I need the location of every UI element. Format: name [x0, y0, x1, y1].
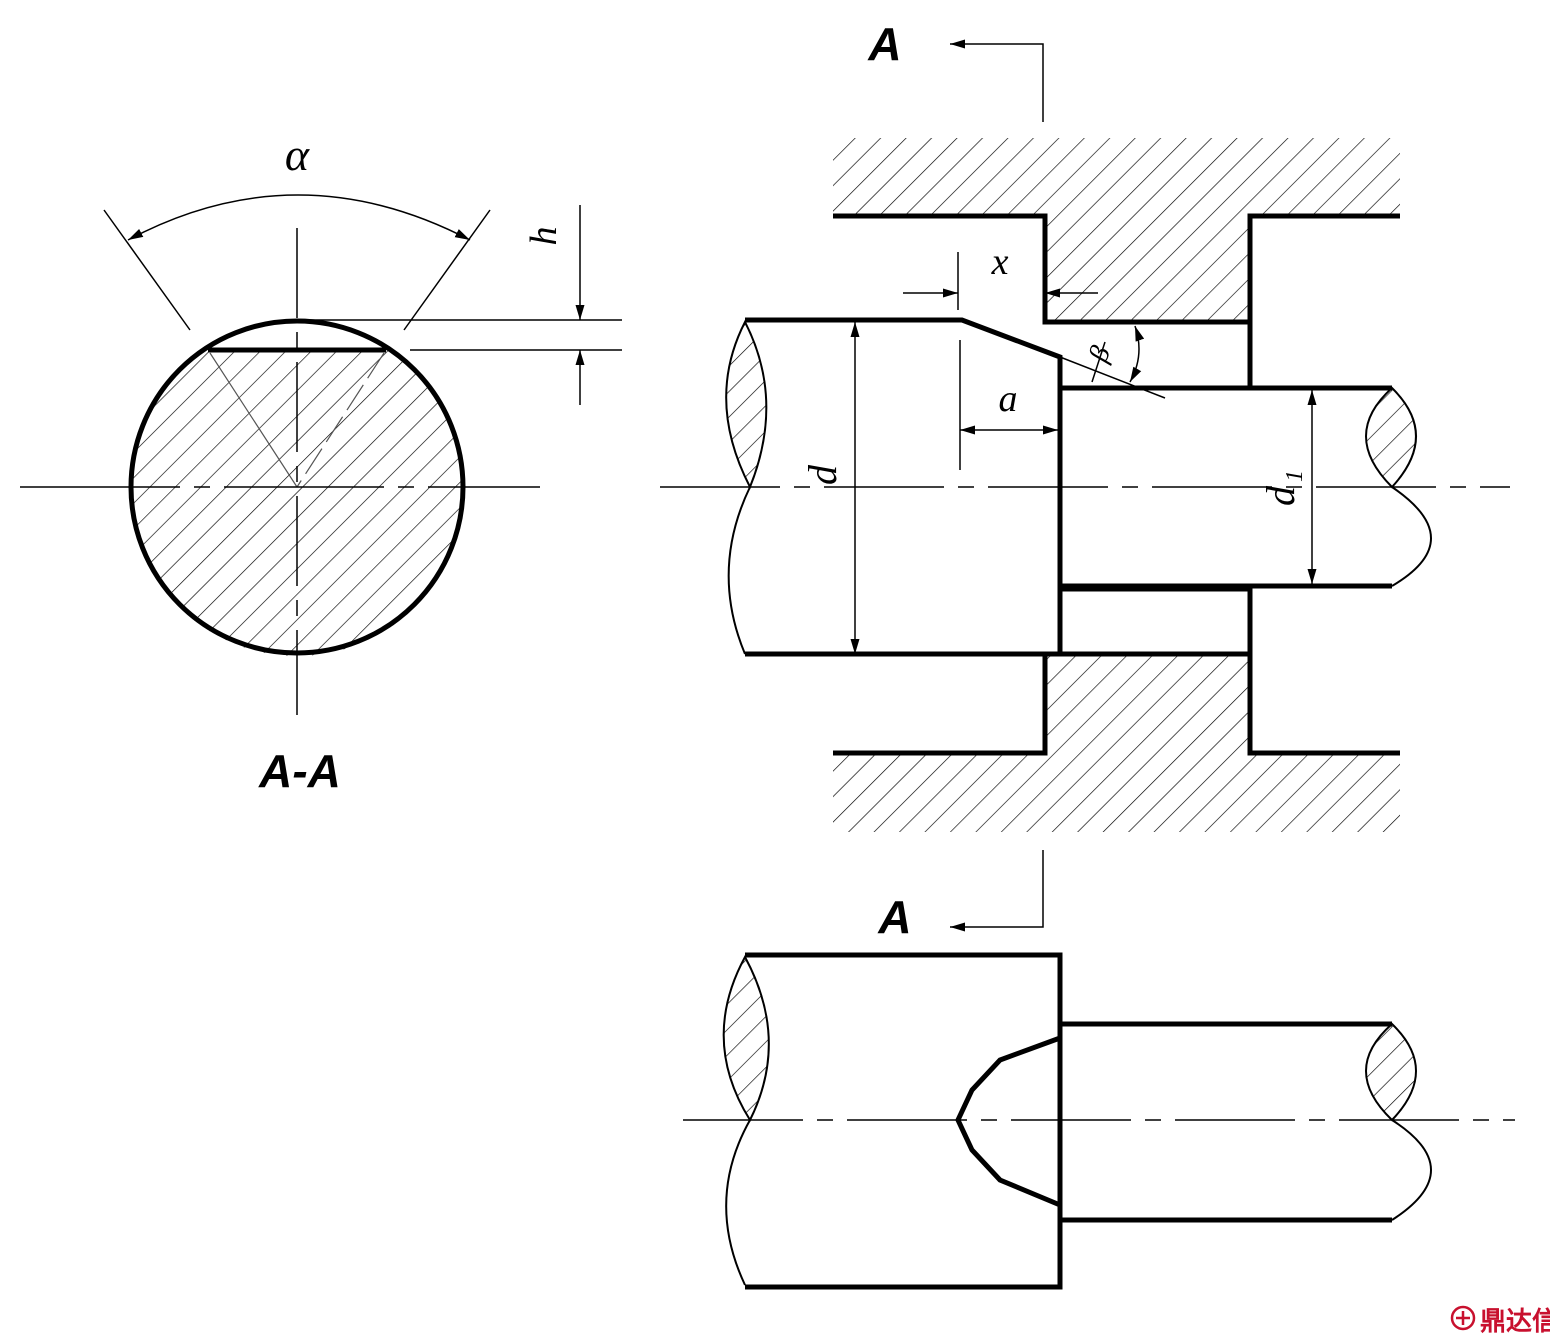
- beta-extension: [1059, 356, 1166, 399]
- flat-face-curve: [955, 1035, 1061, 1208]
- d-label: d: [800, 464, 845, 485]
- housing-top-hatch: [833, 138, 1400, 322]
- top-view-shaft-d-outline: [745, 952, 1063, 1290]
- housing-bottom-hatch: [833, 654, 1400, 832]
- housing-bottom-outline: [833, 651, 1400, 756]
- section-view-title: A-A: [258, 745, 341, 797]
- alpha-dimension-arc: [127, 194, 471, 241]
- shaft-top-view: [683, 952, 1515, 1290]
- section-cut-arrow-bottom: [950, 850, 1044, 932]
- shaft-d1-break-line: [1391, 486, 1432, 587]
- shaft-d-break-hatch: [725, 319, 768, 490]
- top-view-left-break-hatch: [722, 954, 770, 1123]
- watermark-text: 鼎达信: [1480, 1307, 1550, 1337]
- alpha-extension-right: [403, 209, 491, 331]
- x-label: x: [991, 241, 1009, 283]
- ddx-logo-icon: [1450, 1305, 1476, 1331]
- section-cut-label-bottom: A: [877, 891, 911, 943]
- beta-label: β: [1083, 342, 1117, 367]
- watermark: 鼎达信: [1450, 1305, 1550, 1337]
- beta-dimension-arc: [1129, 325, 1145, 383]
- d1-label: d 1: [1258, 470, 1308, 506]
- section-cut-label-top: A: [867, 18, 901, 70]
- shaft-d-break-line: [727, 486, 751, 655]
- hidden-line-right: [296, 352, 385, 488]
- section-view-aa: α h A-A: [20, 129, 622, 797]
- section-cut-arrow-top: [950, 39, 1044, 122]
- top-view-left-break-line: [725, 1119, 751, 1286]
- shaft-d1-break-hatch: [1365, 386, 1417, 489]
- top-view-right-break-line: [1391, 1119, 1432, 1221]
- assembly-view: A A x a β d d 1: [660, 18, 1510, 943]
- housing-top-outline: [833, 213, 1400, 325]
- hidden-line-left: [209, 352, 298, 488]
- beta-leader: [1091, 341, 1106, 383]
- alpha-label: α: [285, 129, 310, 180]
- a-label: a: [999, 378, 1018, 420]
- d1-label-subscript: 1: [1282, 470, 1308, 482]
- h-label: h: [523, 227, 565, 246]
- top-view-right-break-hatch: [1365, 1022, 1417, 1122]
- d1-label-base: d: [1258, 485, 1303, 506]
- alpha-extension-left: [103, 209, 191, 331]
